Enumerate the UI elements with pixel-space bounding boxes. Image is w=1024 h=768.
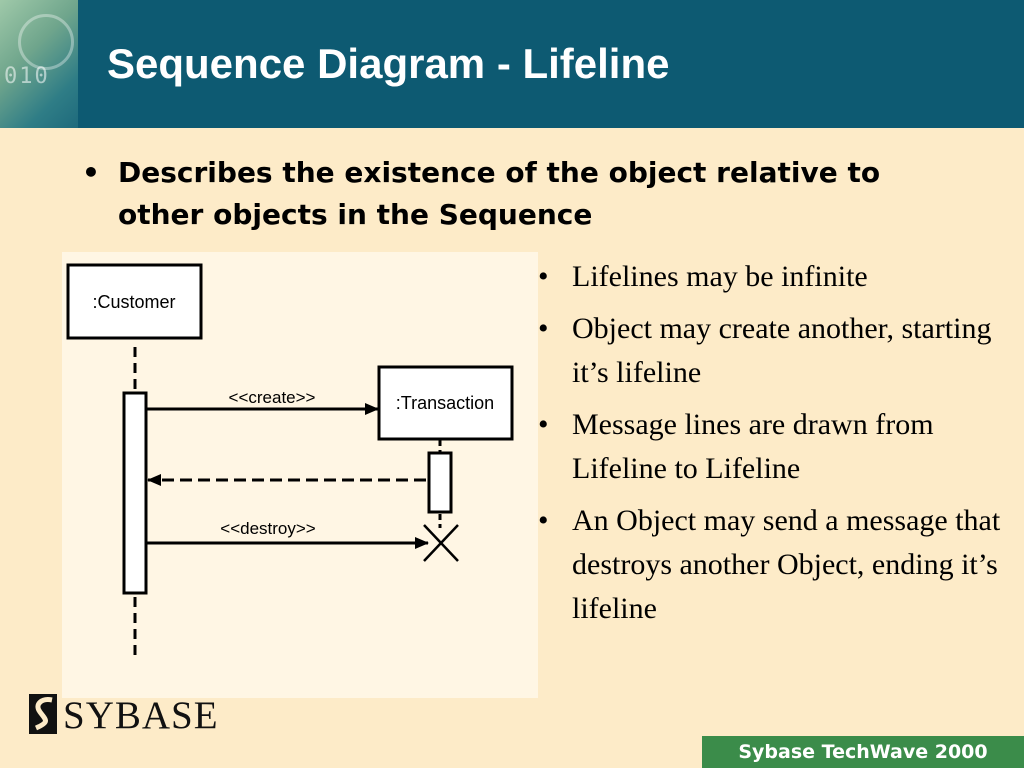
destruction-x-icon bbox=[423, 524, 459, 562]
bullet-marker: • bbox=[538, 408, 549, 441]
sybase-logo-icon bbox=[29, 694, 57, 734]
transaction-activation-bar bbox=[427, 451, 453, 514]
side-bullet-text: Message lines are drawn from Lifeline to… bbox=[572, 408, 934, 485]
side-bullet-item: • Lifelines may be infinite bbox=[536, 255, 1006, 299]
slide-title: Sequence Diagram - Lifeline bbox=[107, 40, 670, 87]
sybase-logo-text: SYBASE bbox=[63, 694, 219, 737]
transaction-label: :Transaction bbox=[396, 393, 494, 413]
decorative-digits: 010 bbox=[4, 64, 50, 89]
bullet-marker: • bbox=[538, 260, 549, 293]
side-bullet-item: • Message lines are drawn from Lifeline … bbox=[536, 403, 1006, 491]
side-bullet-item: • An Object may send a message that dest… bbox=[536, 499, 1006, 631]
side-bullet-text: An Object may send a message that destro… bbox=[572, 504, 1001, 625]
side-bullet-text: Object may create another, starting it’s… bbox=[572, 312, 992, 389]
side-bullet-list: • Lifelines may be infinite • Object may… bbox=[536, 255, 1006, 639]
sequence-diagram-svg: :Customer <<create>> :Transaction <<dest… bbox=[66, 263, 514, 657]
header-decorative-image: 010 bbox=[0, 0, 78, 128]
side-bullet-item: • Object may create another, starting it… bbox=[536, 307, 1006, 395]
sequence-diagram: :Customer <<create>> :Transaction <<dest… bbox=[62, 252, 538, 698]
footer-band: Sybase TechWave 2000 bbox=[702, 736, 1024, 768]
customer-label: :Customer bbox=[92, 292, 175, 312]
create-message-label: <<create>> bbox=[229, 388, 316, 407]
header-bar: 010 Sequence Diagram - Lifeline bbox=[0, 0, 1024, 128]
bullet-marker: • bbox=[82, 156, 100, 189]
side-bullet-text: Lifelines may be infinite bbox=[572, 260, 868, 293]
destroy-message-label: <<destroy>> bbox=[220, 519, 316, 538]
bullet-marker: • bbox=[538, 504, 549, 537]
customer-activation-bar bbox=[122, 391, 148, 595]
transaction-object-box bbox=[377, 365, 514, 441]
main-bullet-text: Describes the existence of the object re… bbox=[118, 156, 881, 231]
main-bullet: • Describes the existence of the object … bbox=[82, 152, 962, 236]
bullet-marker: • bbox=[538, 312, 549, 345]
customer-object-box bbox=[66, 263, 203, 340]
decorative-ring bbox=[18, 14, 74, 70]
